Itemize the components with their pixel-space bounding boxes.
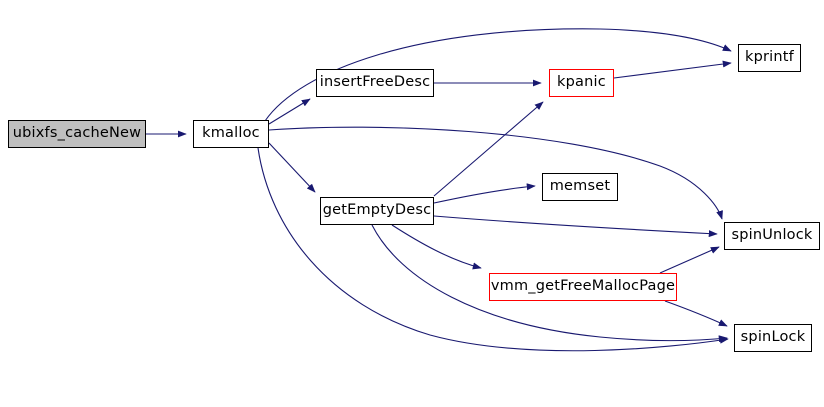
call-edge-kmalloc-to-kprintf — [264, 28, 732, 122]
call-graph-node-label: memset — [549, 178, 611, 195]
call-edge-kmalloc-to-insertFreeDesc — [268, 98, 311, 125]
call-edge-vmm_getFreeMallocPage-to-spinLock — [664, 300, 728, 327]
call-graph-node-label: spinUnlock — [731, 227, 813, 244]
call-graph-node-label: insertFreeDesc — [319, 74, 431, 91]
call-graph-node-kmalloc[interactable]: kmalloc — [193, 120, 269, 148]
call-edge-kmalloc-to-spinLock — [257, 147, 729, 352]
call-edge-getEmptyDesc-to-spinLock — [371, 224, 728, 343]
call-graph-node-memset[interactable]: memset — [542, 173, 618, 201]
call-graph-node-spinLock[interactable]: spinLock — [734, 324, 812, 352]
call-graph-node-label: kpanic — [557, 74, 606, 91]
call-edge-kmalloc-to-spinUnlock — [268, 126, 723, 220]
call-edge-getEmptyDesc-to-spinUnlock — [433, 215, 718, 238]
call-edge-kpanic-to-kprintf — [613, 60, 732, 79]
call-graph-node-kprintf[interactable]: kprintf — [738, 44, 801, 72]
call-graph-node-spinUnlock[interactable]: spinUnlock — [724, 222, 820, 250]
call-edge-vmm_getFreeMallocPage-to-spinUnlock — [659, 246, 720, 274]
call-graph-node-label: kprintf — [745, 49, 794, 66]
call-edge-getEmptyDesc-to-kpanic — [433, 101, 544, 197]
call-graph-node-label: spinLock — [740, 329, 806, 346]
call-graph-node-getEmptyDesc[interactable]: getEmptyDesc — [320, 197, 434, 225]
call-graph-node-label: vmm_getFreeMallocPage — [490, 278, 676, 295]
call-graph-node-vmm_getFreeMallocPage[interactable]: vmm_getFreeMallocPage — [489, 273, 677, 301]
call-edge-getEmptyDesc-to-vmm_getFreeMallocPage — [391, 224, 482, 270]
call-graph-node-insertFreeDesc[interactable]: insertFreeDesc — [316, 69, 434, 97]
call-graph-node-ubixfs_cacheNew[interactable]: ubixfs_cacheNew — [8, 120, 146, 148]
call-edge-getEmptyDesc-to-memset — [433, 183, 536, 204]
call-graph-node-kpanic[interactable]: kpanic — [549, 69, 614, 97]
call-edge-kmalloc-to-getEmptyDesc — [268, 142, 316, 193]
call-graph-node-label: getEmptyDesc — [322, 202, 432, 219]
call-graph-node-label: ubixfs_cacheNew — [12, 125, 142, 142]
call-graph-node-label: kmalloc — [202, 125, 260, 142]
